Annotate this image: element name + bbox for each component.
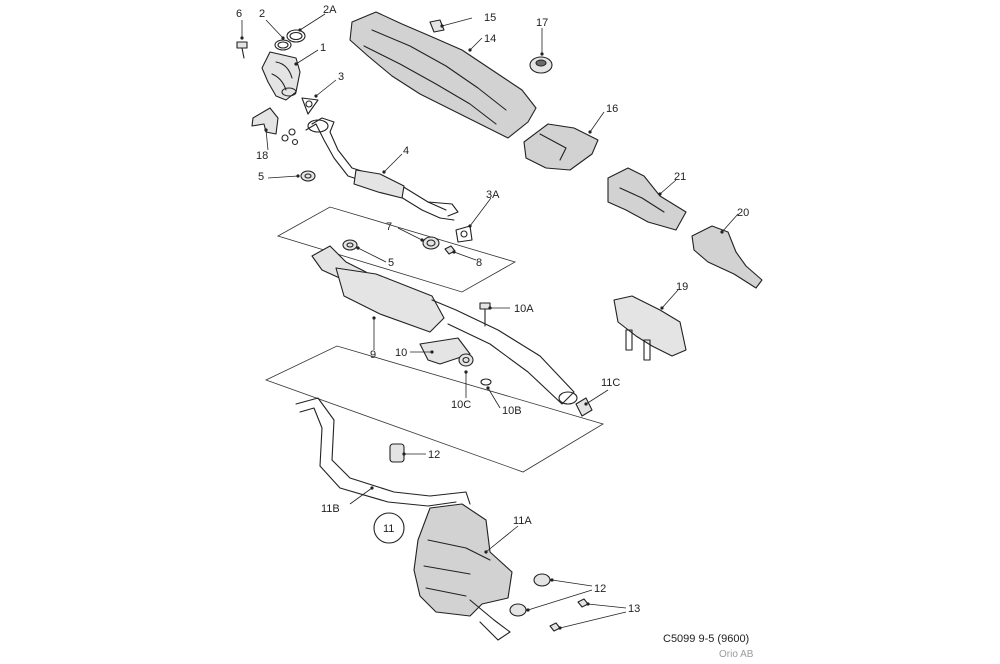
callout-10b: 10B [502, 405, 522, 417]
callout-18: 18 [256, 150, 268, 162]
leader-dots [240, 24, 724, 630]
part-6-bolt [236, 41, 248, 59]
part-13-nut-a [577, 598, 589, 608]
part-12-hanger-lower-a [533, 573, 551, 587]
figure-source: Orio AB [719, 649, 754, 660]
callout-17: 17 [536, 17, 548, 29]
part-1-downpipe-flange [261, 51, 301, 101]
part-19-sensor [613, 295, 687, 361]
callout-13: 13 [628, 603, 640, 615]
callout-14: 14 [484, 33, 496, 45]
part-9-catalytic-converter [311, 245, 578, 405]
part-10b-washer [480, 378, 492, 386]
callout-15: 15 [484, 12, 496, 24]
part-13-nut-b [549, 622, 561, 632]
part-5-gasket-middle [342, 239, 358, 251]
callout-1: 1 [320, 42, 326, 54]
callout-2: 2 [259, 8, 265, 20]
part-10-hanger-bracket [419, 337, 471, 365]
part-4-front-pipe [305, 117, 459, 221]
part-17-grommet [529, 56, 553, 74]
group-box-center-section [264, 345, 604, 473]
group-box-front-pipe [276, 206, 517, 293]
figure-code: C5099 9-5 (9600) [663, 633, 749, 645]
callout-10: 10 [395, 347, 407, 359]
part-11a-rear-silencer [413, 503, 513, 641]
callout-8: 8 [476, 257, 482, 269]
part-11c-clamp [575, 397, 593, 417]
part-10a-bolt [479, 302, 491, 327]
part-5-nut-upper [300, 170, 316, 182]
part-7-clamp [422, 236, 440, 250]
part-11-assembly-marker [373, 512, 405, 544]
callout-labels: 6 2 2A 1 3 18 5 4 3A 7 8 5 9 10 10A 10C … [236, 4, 749, 615]
callout-11a: 11A [513, 515, 532, 527]
callout-5-middle: 5 [388, 257, 394, 269]
part-2-gasket [274, 39, 292, 51]
part-18-bracket [251, 107, 299, 146]
part-12-hanger-lower-b [509, 603, 527, 617]
callout-10c: 10C [451, 399, 471, 411]
callout-6: 6 [236, 8, 242, 20]
part-2a-gasket [286, 29, 306, 43]
part-16-heat-shield [523, 123, 599, 171]
part-12-hanger-upper [389, 443, 405, 463]
callout-12-lower: 12 [594, 583, 606, 595]
callout-11b: 11B [321, 503, 340, 515]
part-21-heat-shield [607, 167, 687, 231]
callout-10a: 10A [514, 303, 534, 315]
part-20-heat-shield [691, 225, 763, 289]
callout-12-upper: 12 [428, 449, 440, 461]
callout-21: 21 [674, 171, 686, 183]
callout-11c: 11C [601, 377, 620, 389]
part-14-heat-shield [349, 11, 537, 139]
leader-lines [241, 13, 739, 629]
part-3a-gasket [455, 225, 473, 243]
callout-19: 19 [676, 281, 688, 293]
callout-16: 16 [606, 103, 618, 115]
part-10c-rubber-hanger [458, 353, 474, 367]
callout-4: 4 [403, 145, 409, 157]
part-11b-rear-pipe [295, 397, 471, 507]
callout-9: 9 [370, 349, 376, 361]
callout-11: 11 [383, 523, 394, 535]
callout-7: 7 [386, 221, 392, 233]
part-3-gasket [301, 97, 319, 115]
callout-20: 20 [737, 207, 749, 219]
part-15-clip [429, 19, 445, 33]
callout-2a: 2A [323, 4, 337, 16]
callout-5-upper: 5 [258, 171, 264, 183]
callout-3: 3 [338, 71, 344, 83]
callout-3a: 3A [486, 189, 500, 201]
